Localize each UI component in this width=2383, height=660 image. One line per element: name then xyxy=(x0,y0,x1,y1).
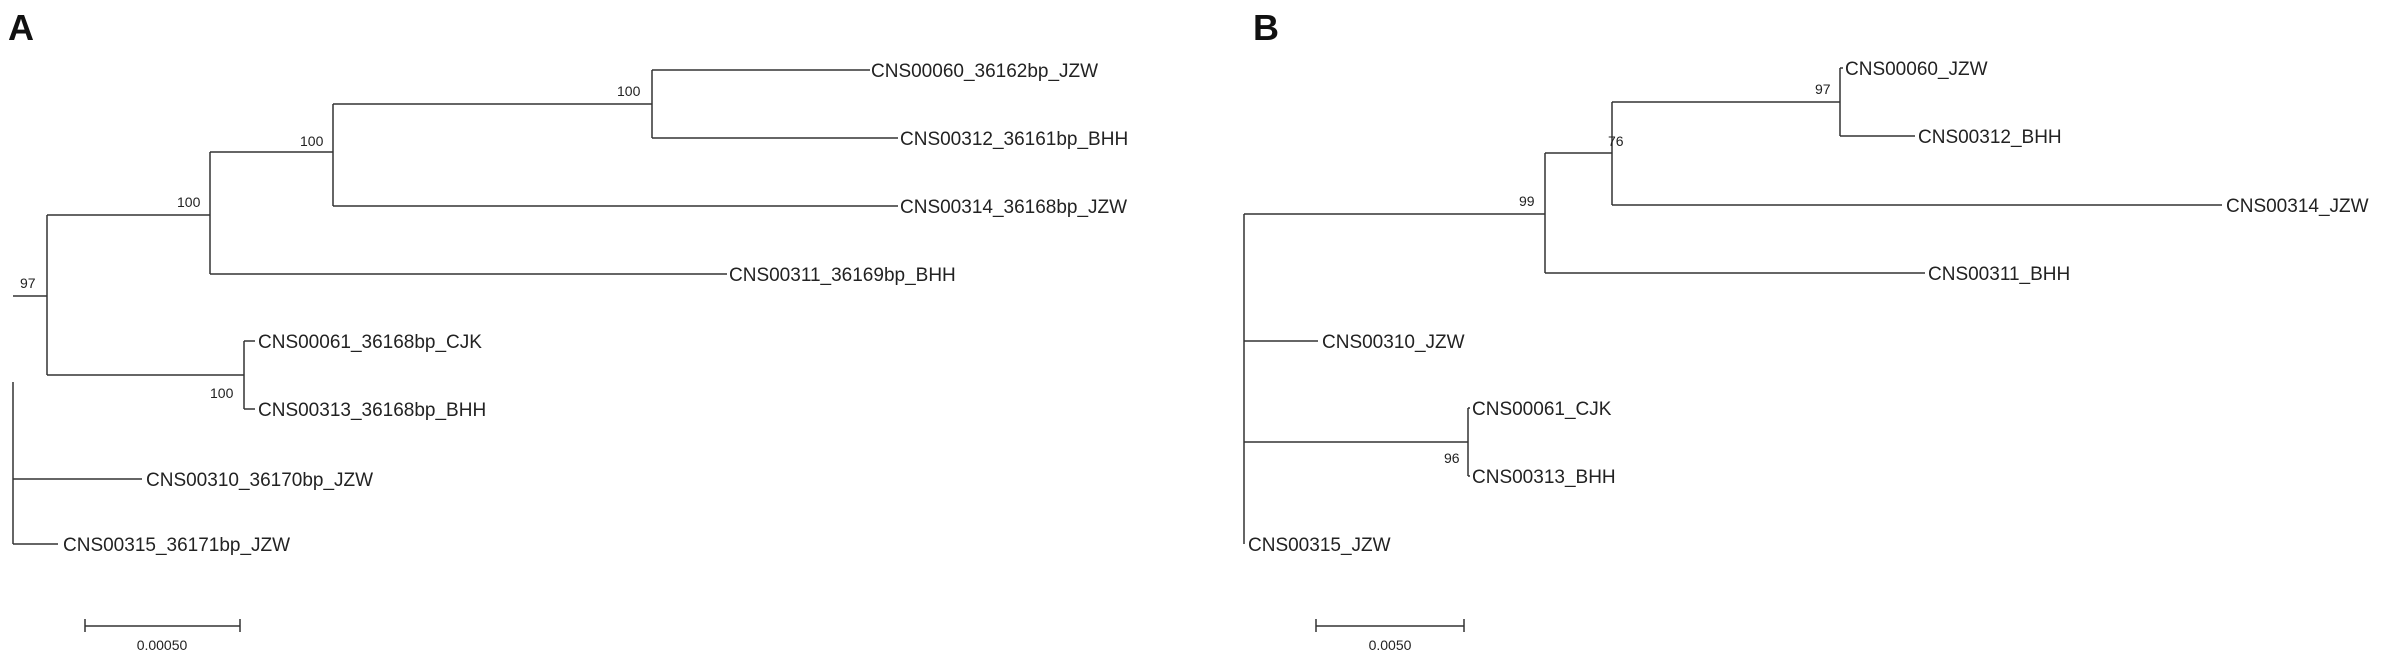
tip-label: CNS00314_JZW xyxy=(2226,196,2369,217)
support-value: 100 xyxy=(210,385,234,401)
tip-label: CNS00312_36161bp_BHH xyxy=(900,129,1128,150)
tip-label: CNS00311_BHH xyxy=(1928,264,2070,285)
panel-b: B CNS00060_JZW CNS00312_BHH xyxy=(1243,7,2369,653)
support-value: 100 xyxy=(177,194,201,210)
branch xyxy=(1244,153,1546,273)
panel-b-tree-branches xyxy=(1243,67,2222,544)
tip-label: CNS00310_JZW xyxy=(1322,332,1465,353)
tip-label: CNS00311_36169bp_BHH xyxy=(729,265,956,286)
panel-b-label: B xyxy=(1253,7,1279,48)
panel-a-tip-labels: CNS00060_36162bp_JZW CNS00312_36161bp_BH… xyxy=(63,61,1128,556)
support-value: 97 xyxy=(1815,81,1831,97)
branch xyxy=(1612,68,1841,136)
support-value: 76 xyxy=(1608,133,1624,149)
support-value: 99 xyxy=(1519,193,1535,209)
scale-bar-line xyxy=(84,619,241,632)
branch xyxy=(13,215,48,375)
panel-a-label: A xyxy=(8,7,34,48)
branch xyxy=(47,341,245,409)
panel-b-support-values: 97 76 99 96 xyxy=(1444,81,1831,466)
tip-label: CNS00315_36171bp_JZW xyxy=(63,535,290,556)
branch xyxy=(333,70,653,138)
branch xyxy=(1545,102,1613,205)
scale-bar-label: 0.00050 xyxy=(137,637,188,653)
panel-b-scale-bar: 0.0050 xyxy=(1315,619,1465,653)
panel-a-scale-bar: 0.00050 xyxy=(84,619,241,653)
panel-b-tip-labels: CNS00060_JZW CNS00312_BHH CNS00314_JZW C… xyxy=(1248,59,2369,556)
support-value: 96 xyxy=(1444,450,1460,466)
branch xyxy=(1244,408,1469,476)
scale-bar-line xyxy=(1315,619,1465,632)
tip-label: CNS00061_36168bp_CJK xyxy=(258,332,482,353)
tip-label: CNS00060_36162bp_JZW xyxy=(871,61,1098,82)
support-value: 97 xyxy=(20,275,36,291)
branch xyxy=(47,152,211,274)
tip-label: CNS00060_JZW xyxy=(1845,59,1988,80)
tip-label: CNS00313_36168bp_BHH xyxy=(258,400,486,421)
panel-a: A xyxy=(8,7,1128,653)
support-value: 100 xyxy=(300,133,324,149)
support-value: 100 xyxy=(617,83,641,99)
branch xyxy=(210,104,334,206)
panel-a-tree-branches xyxy=(12,69,898,545)
tip-label: CNS00312_BHH xyxy=(1918,127,2062,148)
tip-label: CNS00313_BHH xyxy=(1472,467,1616,488)
tip-label: CNS00314_36168bp_JZW xyxy=(900,197,1127,218)
tip-label: CNS00061_CJK xyxy=(1472,399,1612,420)
panel-a-support-values: 100 100 100 97 100 xyxy=(20,83,641,401)
tip-label: CNS00310_36170bp_JZW xyxy=(146,470,373,491)
tip-label: CNS00315_JZW xyxy=(1248,535,1391,556)
scale-bar-label: 0.0050 xyxy=(1369,637,1412,653)
